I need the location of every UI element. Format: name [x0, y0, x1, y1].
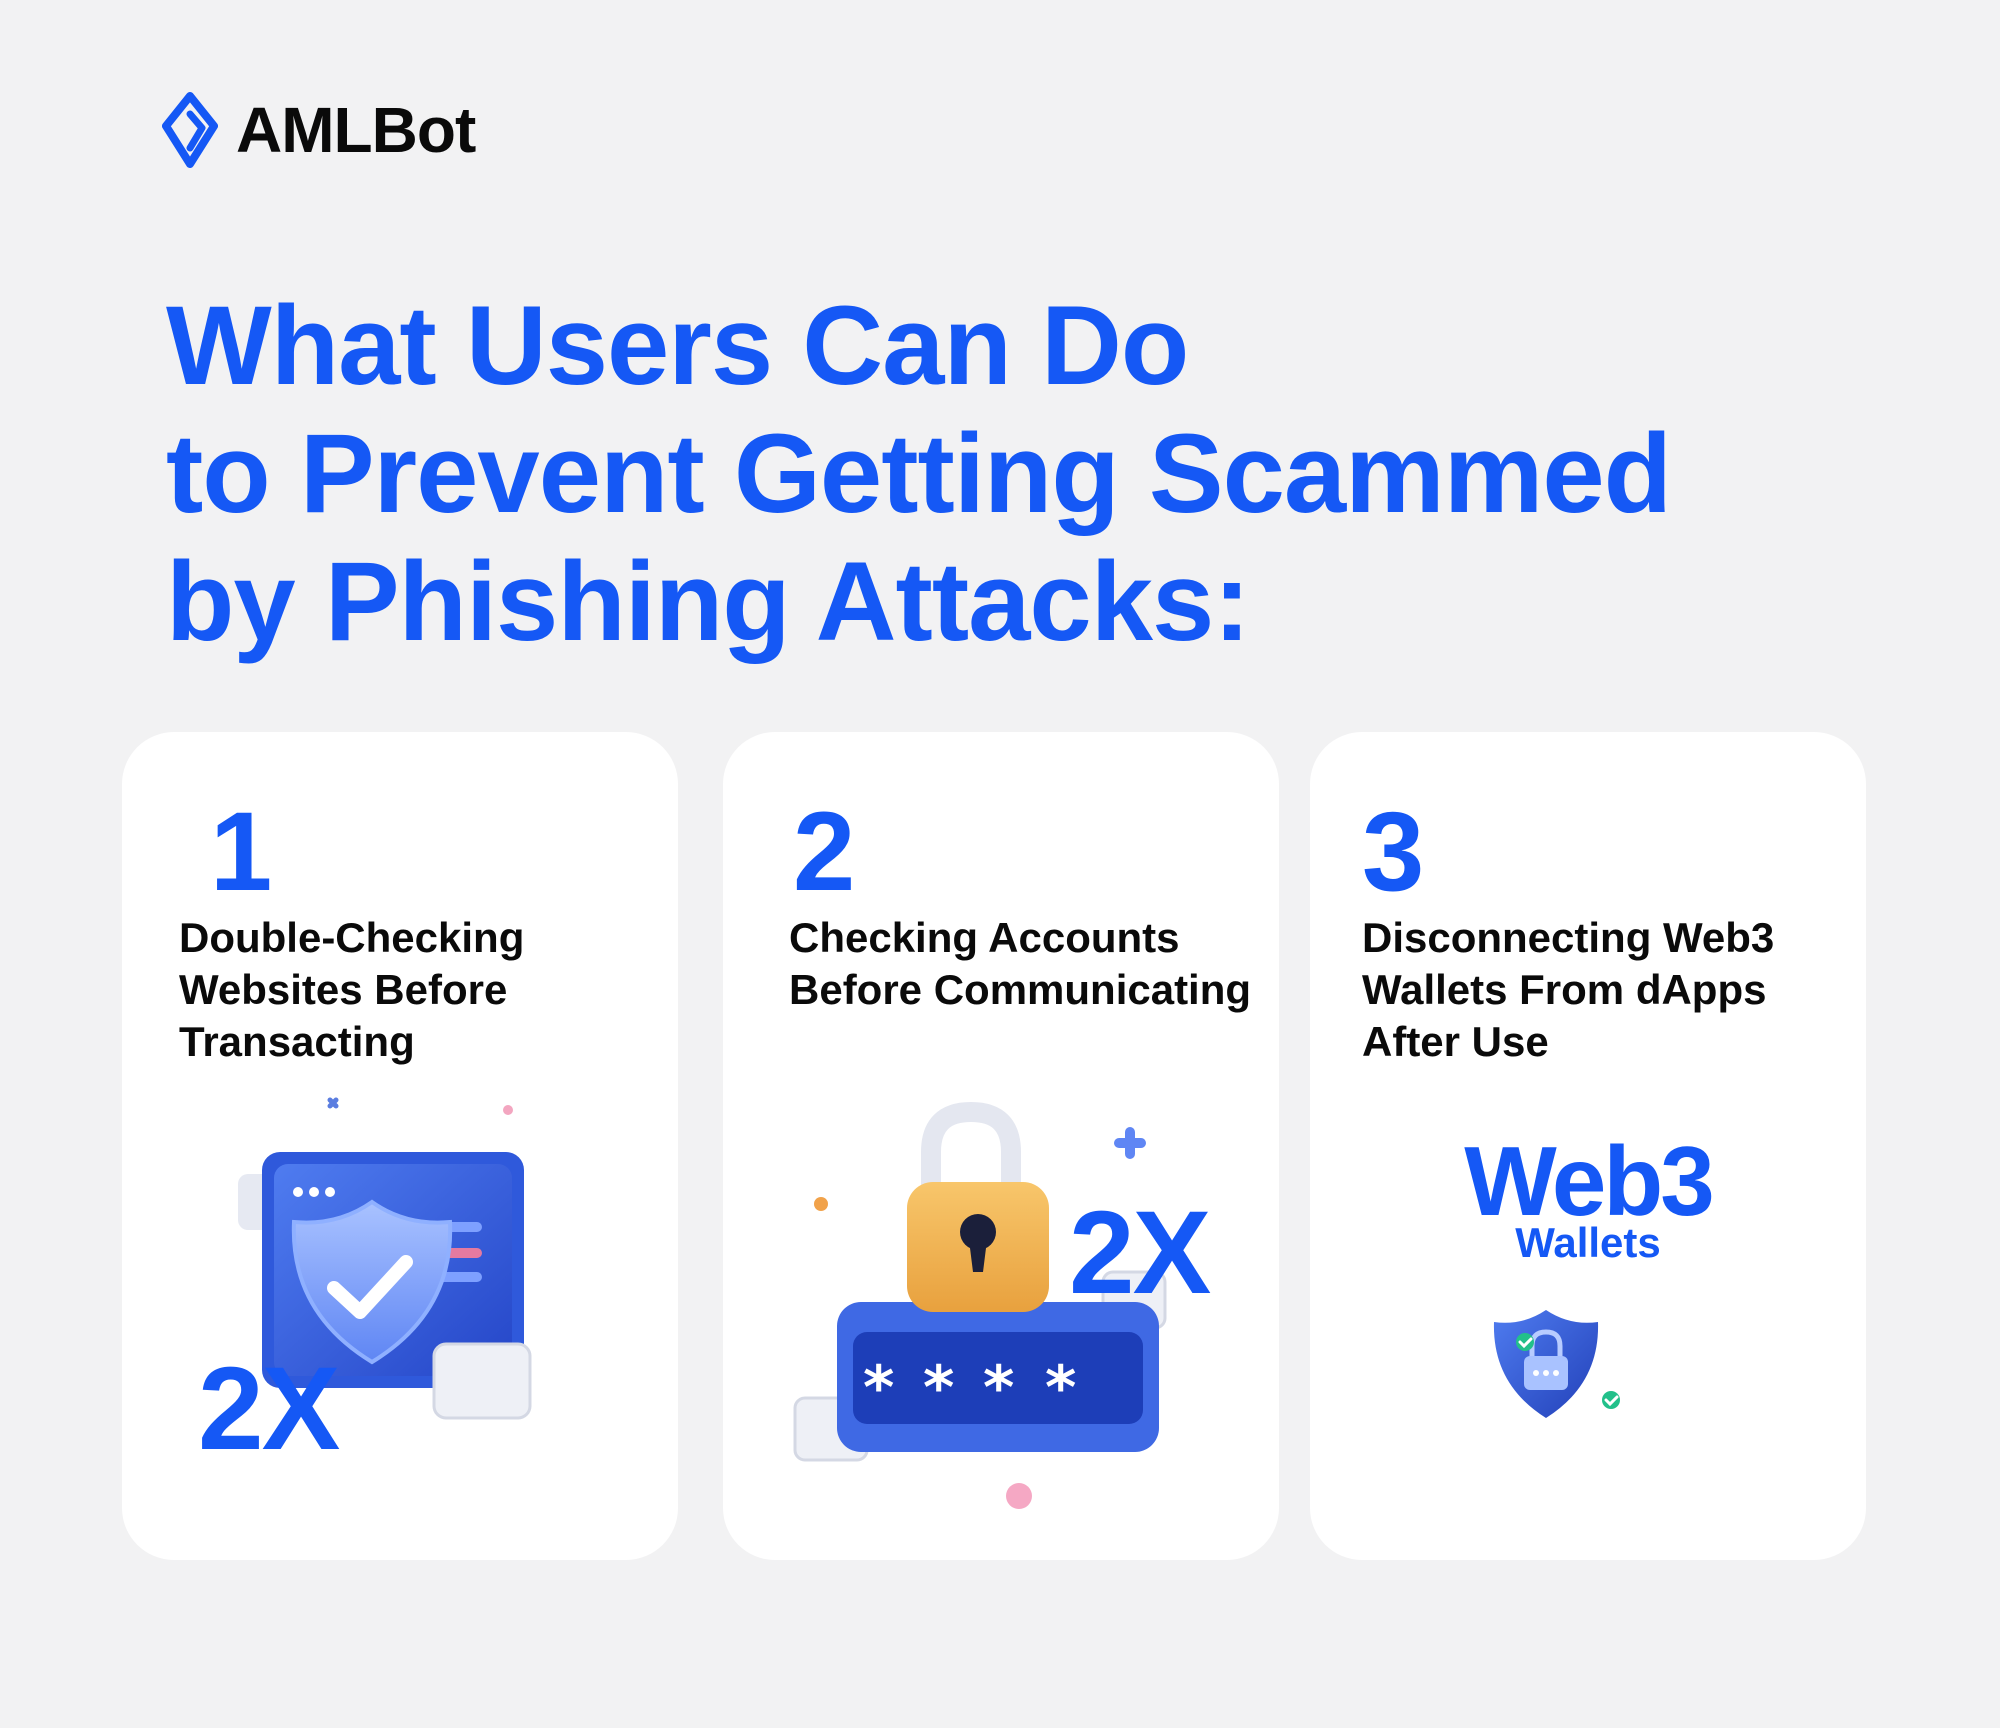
card-title: Disconnecting Web3 Wallets From dApps Af…	[1362, 914, 1775, 1065]
page-title: What Users Can Do to Prevent Getting Sca…	[166, 282, 1866, 666]
title-line-3: by Phishing Attacks:	[166, 539, 1251, 664]
card-number: 2	[793, 789, 856, 914]
diamond-logo-icon	[162, 92, 218, 168]
tip-card-1: 1 Double-Checking Websites Before Transa…	[122, 732, 678, 1560]
wallets-label: Wallets	[1515, 1219, 1661, 1266]
svg-text:*: *	[863, 1353, 894, 1423]
double-check-badge: 2X	[1069, 1187, 1211, 1319]
double-check-badge: 2X	[198, 1343, 340, 1475]
brand-logo: AMLBot	[162, 92, 476, 168]
svg-text:*: *	[923, 1353, 954, 1423]
tip-card-2: 2 Checking Accounts Before Communicating…	[723, 732, 1279, 1560]
padlock-password-icon: * * * *	[793, 1101, 1167, 1509]
card-number: 3	[1362, 789, 1425, 914]
card-number: 1	[210, 789, 273, 914]
card-title: Double-Checking Websites Before Transact…	[179, 914, 525, 1065]
web3-label: Web3	[1464, 1126, 1715, 1236]
svg-text:*: *	[983, 1353, 1014, 1423]
svg-text:*: *	[1045, 1353, 1076, 1423]
title-line-2: to Prevent Getting Scammed	[166, 411, 1672, 536]
title-line-1: What Users Can Do	[166, 283, 1189, 408]
card-title: Checking Accounts Before Communicating	[789, 914, 1252, 1013]
browser-shield-icon	[238, 1097, 532, 1420]
brand-name: AMLBot	[236, 94, 476, 166]
shield-lock-icon	[1493, 1310, 1620, 1418]
tip-card-3: 3 Disconnecting Web3 Wallets From dApps …	[1310, 732, 1866, 1560]
